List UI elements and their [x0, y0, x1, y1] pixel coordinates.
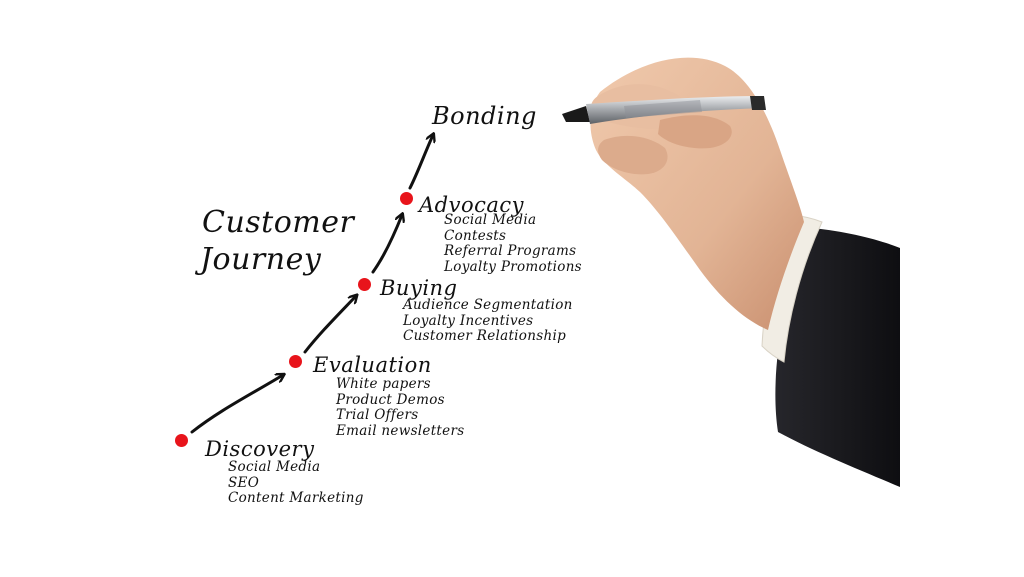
suit-sleeve	[775, 228, 900, 487]
list-item: Social Media	[228, 459, 321, 475]
discovery-items: Social Media SEO Content Marketing	[228, 459, 364, 507]
list-item: Email newsletters	[336, 422, 465, 439]
buying-dot	[358, 278, 371, 291]
evaluation-dot	[289, 355, 302, 368]
list-item: Customer Relationship	[403, 328, 567, 344]
arrow-discovery-to-evaluation	[190, 375, 283, 434]
list-item: Loyalty Promotions	[444, 258, 582, 275]
bonding-label: Bonding	[432, 102, 537, 130]
list-item: Trial Offers	[336, 407, 419, 423]
list-item: White papers	[336, 376, 431, 392]
arrow-advocacy-to-bonding	[408, 135, 433, 190]
list-item: Referral Programs	[444, 243, 577, 259]
discovery-dot	[175, 434, 188, 447]
list-item: Audience Segmentation	[403, 297, 573, 313]
list-item: SEO	[228, 474, 260, 491]
list-item: Loyalty Incentives	[403, 312, 534, 329]
advocacy-dot	[400, 192, 413, 205]
list-item: Content Marketing	[228, 490, 364, 506]
stage-label-advocacy: Advocacy	[419, 193, 525, 217]
evaluation-items: White papers Product Demos Trial Offers …	[336, 376, 465, 439]
stage-label-evaluation: Evaluation	[313, 353, 432, 377]
arrow-buying-to-advocacy	[371, 215, 402, 274]
advocacy-items: Social Media Contests Referral Programs …	[444, 212, 582, 275]
diagram-title-line1: Customer	[202, 205, 355, 240]
stage-label-discovery: Discovery	[205, 437, 315, 461]
curled-fingers	[598, 135, 668, 175]
stage-label-buying: Buying	[380, 276, 458, 300]
arrow-evaluation-to-buying	[303, 296, 356, 354]
list-item: Contests	[444, 227, 507, 244]
list-item: Social Media	[444, 212, 537, 228]
pen	[562, 96, 766, 124]
buying-items: Audience Segmentation Loyalty Incentives…	[403, 297, 573, 345]
list-item: Product Demos	[336, 391, 445, 408]
diagram-title-line2: Journey	[200, 242, 322, 277]
thumb	[658, 115, 732, 149]
